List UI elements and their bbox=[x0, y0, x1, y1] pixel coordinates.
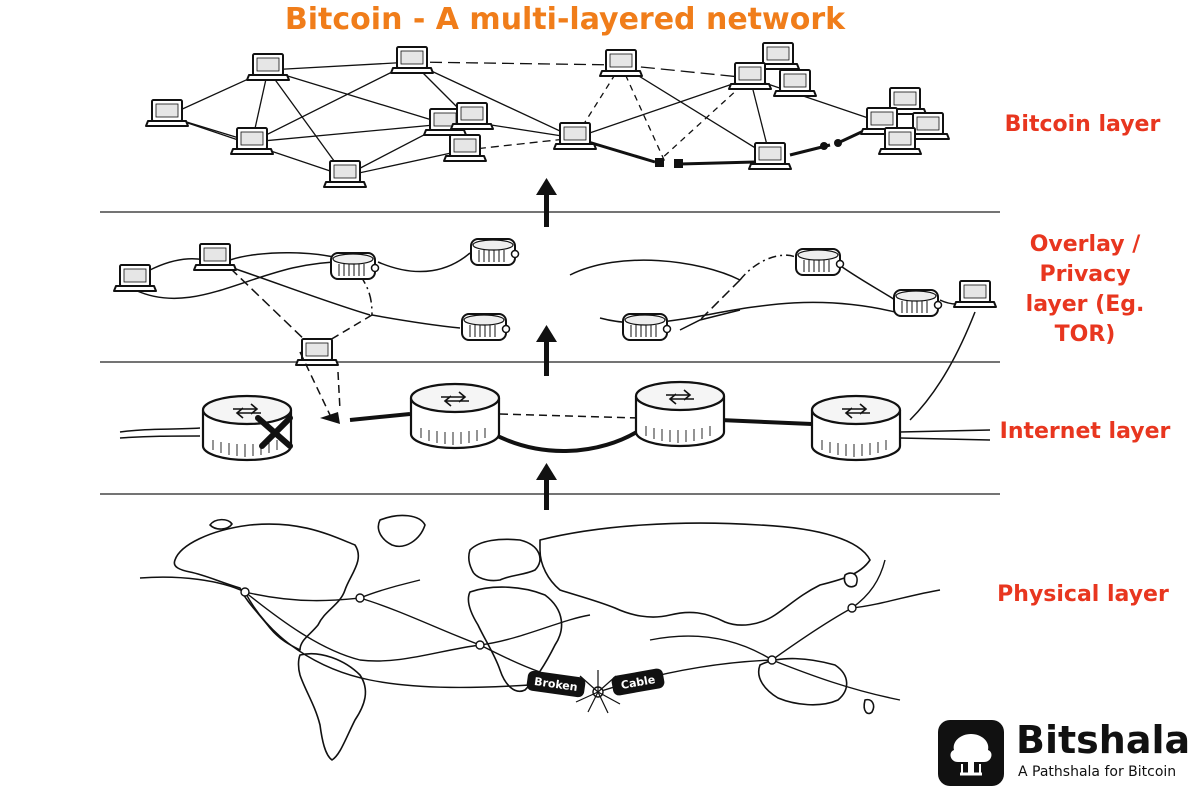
laptop-icon bbox=[773, 69, 817, 97]
tor-relay-icon bbox=[470, 238, 520, 266]
layer-label-overlay-line: layer (Eg. bbox=[1025, 292, 1145, 317]
up-arrow-icon bbox=[536, 178, 557, 227]
laptop-icon bbox=[748, 142, 792, 170]
broken-x-icon bbox=[255, 415, 293, 449]
tor-relay-icon bbox=[330, 252, 380, 280]
router-icon bbox=[409, 382, 501, 450]
up-arrow-icon bbox=[536, 325, 557, 376]
brand-name: Bitshala bbox=[1016, 718, 1191, 762]
tor-relay-icon bbox=[461, 313, 511, 341]
broken-cable-tags: Broken Cable bbox=[526, 668, 665, 698]
overlay-nodes bbox=[113, 238, 997, 366]
laptop-icon bbox=[878, 127, 922, 155]
layer-label-overlay-line: TOR) bbox=[1054, 322, 1116, 347]
tor-relay-icon bbox=[795, 248, 845, 276]
break-point bbox=[320, 412, 340, 424]
laptop-icon bbox=[193, 243, 237, 271]
laptop-icon bbox=[443, 134, 487, 162]
up-arrows bbox=[536, 178, 557, 510]
world-map-icon bbox=[173, 514, 875, 761]
bitcoin-nodes bbox=[145, 42, 950, 188]
laptop-icon bbox=[390, 46, 434, 74]
cable-junctions bbox=[240, 587, 857, 698]
laptop-icon bbox=[145, 99, 189, 127]
broken-cable-label-right: Cable bbox=[620, 673, 656, 692]
page-title: Bitcoin - A multi-layered network bbox=[284, 2, 846, 37]
laptop-icon bbox=[553, 122, 597, 150]
up-arrow-icon bbox=[536, 463, 557, 510]
layer-label-overlay-line: Privacy bbox=[1039, 262, 1131, 287]
undersea-cables bbox=[139, 559, 941, 701]
layer-label-bitcoin: Bitcoin layer bbox=[1004, 112, 1161, 137]
layer-label-internet: Internet layer bbox=[999, 419, 1171, 444]
tree-logo-icon bbox=[938, 720, 1004, 786]
internet-routers bbox=[201, 380, 902, 462]
router-icon bbox=[810, 394, 902, 462]
router-icon bbox=[634, 380, 726, 448]
laptop-icon bbox=[953, 280, 997, 308]
brand-block: Bitshala A Pathshala for Bitcoin bbox=[938, 718, 1191, 788]
laptop-icon bbox=[246, 53, 290, 81]
laptop-icon bbox=[113, 264, 157, 292]
layer-label-overlay: Overlay / Privacy layer (Eg. TOR) bbox=[1010, 230, 1160, 350]
tor-relay-icon bbox=[622, 313, 672, 341]
laptop-icon bbox=[599, 49, 643, 77]
laptop-icon bbox=[450, 102, 494, 130]
tor-relay-icon bbox=[893, 289, 943, 317]
laptop-icon bbox=[295, 338, 339, 366]
laptop-icon bbox=[323, 160, 367, 188]
laptop-icon bbox=[230, 127, 274, 155]
laptop-icon bbox=[728, 62, 772, 90]
bitcoin-break-points bbox=[655, 139, 842, 168]
layer-label-overlay-line: Overlay / bbox=[1029, 232, 1141, 257]
brand-tagline: A Pathshala for Bitcoin bbox=[1018, 764, 1177, 780]
layer-dividers bbox=[100, 211, 1000, 495]
layer-label-physical: Physical layer bbox=[997, 582, 1169, 607]
broken-cable-label-left: Broken bbox=[533, 675, 578, 694]
overlay-layer-links bbox=[134, 252, 971, 346]
internet-layer-links bbox=[119, 311, 991, 453]
